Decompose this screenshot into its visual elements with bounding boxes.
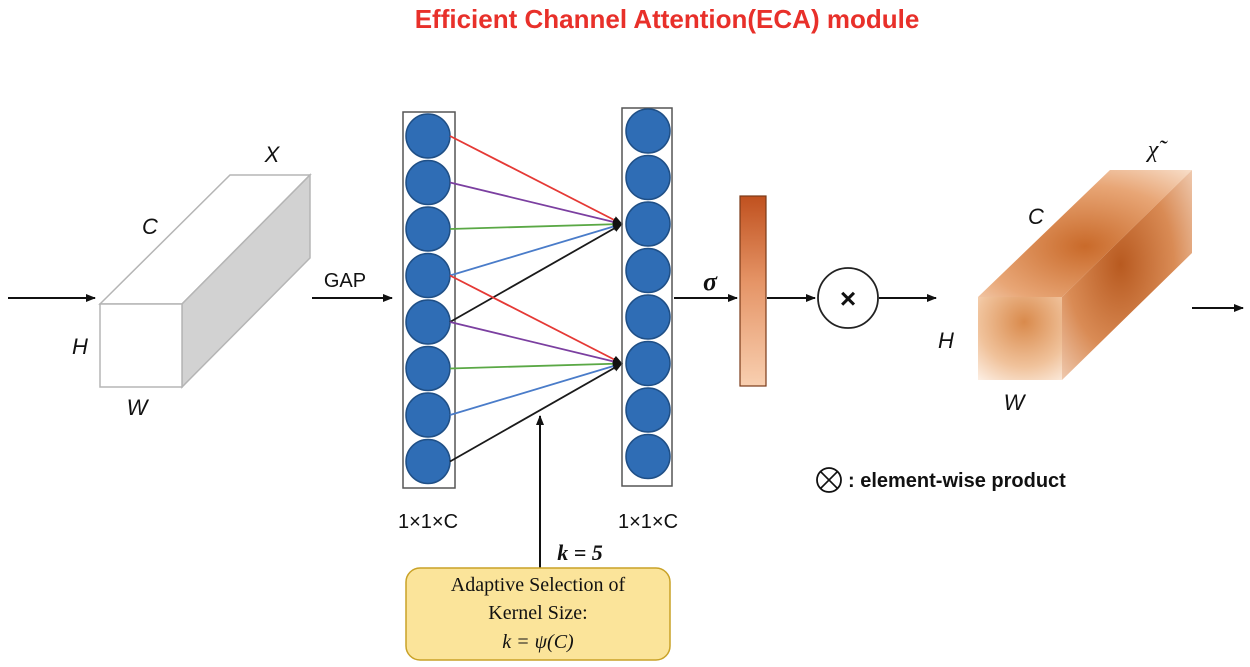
kernel-edge-2-5 <box>449 362 623 463</box>
input-dim-c: C <box>142 214 158 239</box>
left-vector-label: 1×1×C <box>398 511 458 533</box>
kernel-edge-2-1 <box>449 274 623 365</box>
right-vector-node-5 <box>625 294 671 340</box>
multiply-symbol: × <box>840 283 856 314</box>
right-vector-node-3 <box>625 201 671 247</box>
input-dim-h: H <box>72 334 88 359</box>
output-tensor <box>978 170 1192 380</box>
output-tensor-side <box>1062 170 1192 380</box>
left-vector-frame <box>402 111 456 489</box>
kernel-edge-2-4 <box>449 362 623 416</box>
right-vector-node-1 <box>625 108 671 154</box>
output-dim-c: C <box>1028 204 1044 229</box>
kernel-edge-1-1 <box>449 135 623 225</box>
right-vector-node-6 <box>625 340 671 387</box>
left-vector-node-4 <box>405 252 451 299</box>
multiply-node <box>817 267 879 329</box>
output-dim-w: W <box>1004 390 1027 415</box>
left-vector-nodes <box>405 113 451 485</box>
kernel-edge-1-5 <box>449 223 623 323</box>
kernel-edge-1-3 <box>449 220 623 230</box>
adaptive-selection-box <box>405 567 671 661</box>
kernel-edge-1-2 <box>449 181 623 226</box>
left-vector-node-7 <box>405 392 451 438</box>
left-vector-node-6 <box>405 345 451 392</box>
right-vector-node-2 <box>625 154 671 201</box>
right-vector-nodes <box>625 108 671 480</box>
adaptive-box-line3: k = ψ(C) <box>502 631 574 653</box>
output-tensor-front <box>978 297 1062 380</box>
left-vector-node-1 <box>405 113 451 159</box>
left-vector-node-5 <box>405 299 451 345</box>
kernel-connections <box>449 135 623 463</box>
left-vector-node-3 <box>405 206 451 252</box>
gap-label: GAP <box>324 270 366 292</box>
legend-text: : element-wise product <box>848 470 1066 492</box>
right-vector-frame <box>621 107 673 487</box>
output-dim-h: H <box>938 328 954 353</box>
adaptive-box-line2: Kernel Size: <box>488 602 587 624</box>
kernel-edge-1-4 <box>449 222 623 277</box>
right-vector-label: 1×1×C <box>618 511 678 533</box>
kernel-edge-2-3 <box>449 359 623 370</box>
right-vector-node-4 <box>625 247 671 294</box>
output-tensor-name: χ̃ <box>1146 137 1169 163</box>
input-tensor-name: X <box>264 142 281 167</box>
kernel-edge-2-2 <box>449 321 623 366</box>
legend-otimes-icon-stroke-b <box>820 471 838 489</box>
legend: : element-wise product <box>816 467 1066 493</box>
input-dim-w: W <box>127 395 150 420</box>
input-tensor <box>98 173 312 389</box>
right-vector-node-7 <box>625 387 671 433</box>
diagram-title: Efficient Channel Attention(ECA) module <box>415 4 920 34</box>
left-vector-node-2 <box>405 159 451 206</box>
sigmoid-label: σ <box>703 267 718 296</box>
input-tensor-front <box>99 303 183 388</box>
kernel-size-label: k = 5 <box>557 540 603 565</box>
left-vector-node-8 <box>405 438 451 485</box>
right-vector-node-8 <box>625 433 671 480</box>
adaptive-box-line1: Adaptive Selection of <box>451 574 626 596</box>
output-tensor-top <box>978 170 1192 297</box>
attention-weights-bar <box>739 195 767 387</box>
